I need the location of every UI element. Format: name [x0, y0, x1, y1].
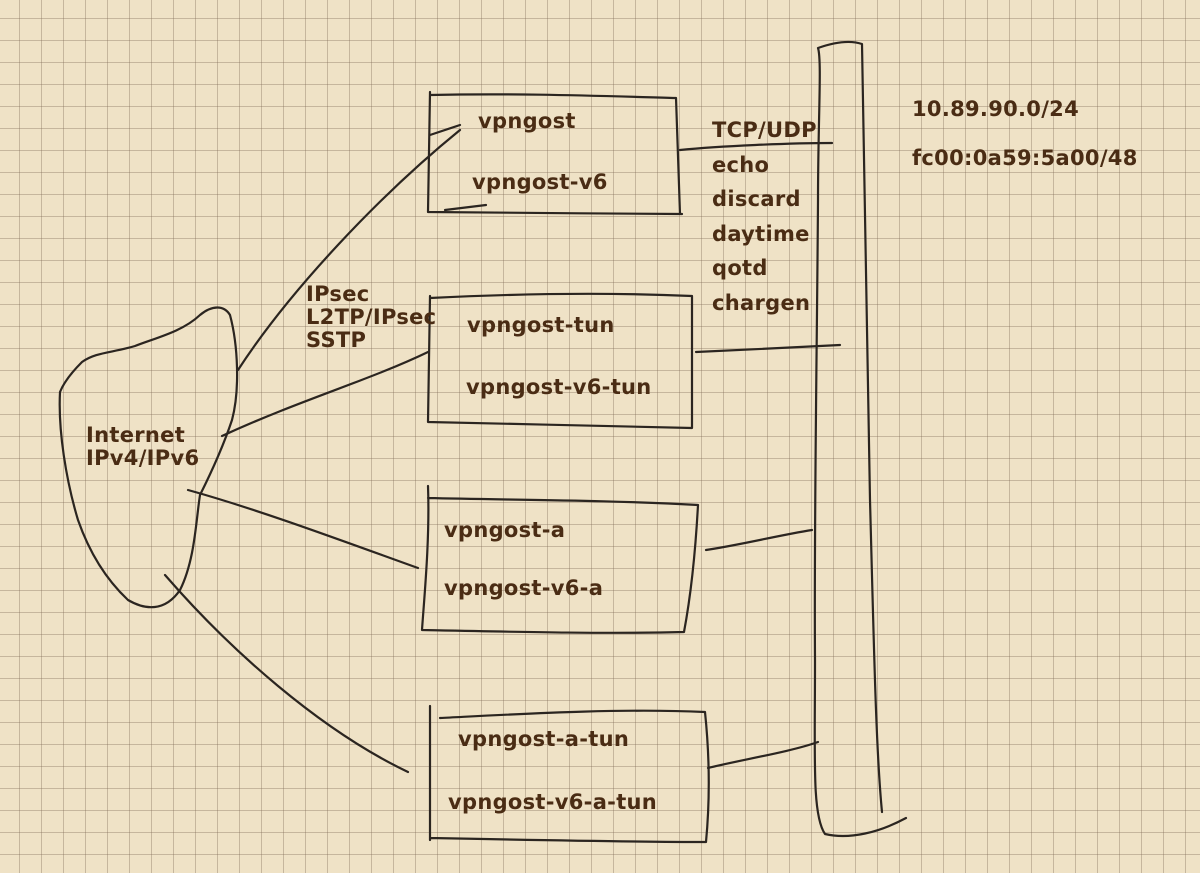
- protocol-item: L2TP/IPsec: [306, 305, 437, 329]
- service-item: chargen: [712, 290, 811, 315]
- service-item: qotd: [712, 256, 768, 280]
- internet-label: Internet IPv4/IPv6: [86, 425, 199, 471]
- service-item: discard: [712, 187, 801, 211]
- link-internet-box1: [236, 128, 462, 372]
- protocol-item: IPsec: [306, 282, 370, 306]
- protocol-item: SSTP: [306, 328, 367, 352]
- internet-label-line: IPv4/IPv6: [86, 446, 200, 470]
- link-internet-box4: [163, 573, 410, 774]
- services-list: TCP/UDP echo discard daytime qotd charge…: [712, 120, 817, 327]
- link-box4-backbone: [706, 740, 820, 770]
- box1-tick-bottom: [443, 203, 488, 212]
- service-item: daytime: [712, 221, 810, 246]
- link-internet-box3: [186, 488, 420, 570]
- server-2-primary-label: vpngost-tun: [467, 313, 615, 337]
- server-box-4: [428, 704, 710, 844]
- box1-tick-top: [428, 123, 462, 137]
- link-box3-backbone: [704, 528, 814, 552]
- internet-label-line: Internet: [86, 423, 186, 447]
- server-3-secondary-label: vpngost-v6-a: [444, 576, 604, 600]
- ipv6-network-label: fc00:0a59:5a00/48: [912, 146, 1138, 170]
- link-box1-backbone: [678, 141, 834, 152]
- server-4-secondary-label: vpngost-v6-a-tun: [448, 790, 658, 814]
- server-box-2: [426, 292, 694, 430]
- link-box2-backbone: [694, 343, 842, 354]
- server-box-1: [426, 90, 684, 216]
- server-2-secondary-label: vpngost-v6-tun: [466, 375, 652, 399]
- internet-cloud: [58, 306, 239, 609]
- server-3-primary-label: vpngost-a: [444, 518, 566, 542]
- server-1-secondary-label: vpngost-v6: [472, 170, 608, 194]
- ipv4-network-label: 10.89.90.0/24: [912, 97, 1080, 121]
- server-1-primary-label: vpngost: [478, 109, 576, 133]
- service-item: echo: [712, 152, 770, 177]
- link-internet-box2: [220, 350, 430, 438]
- service-item: TCP/UDP: [712, 118, 817, 142]
- server-4-primary-label: vpngost-a-tun: [458, 727, 630, 751]
- protocol-list: IPsec L2TP/IPsec SSTP: [306, 284, 436, 353]
- server-box-3: [420, 484, 700, 634]
- backbone-bar: [813, 40, 908, 838]
